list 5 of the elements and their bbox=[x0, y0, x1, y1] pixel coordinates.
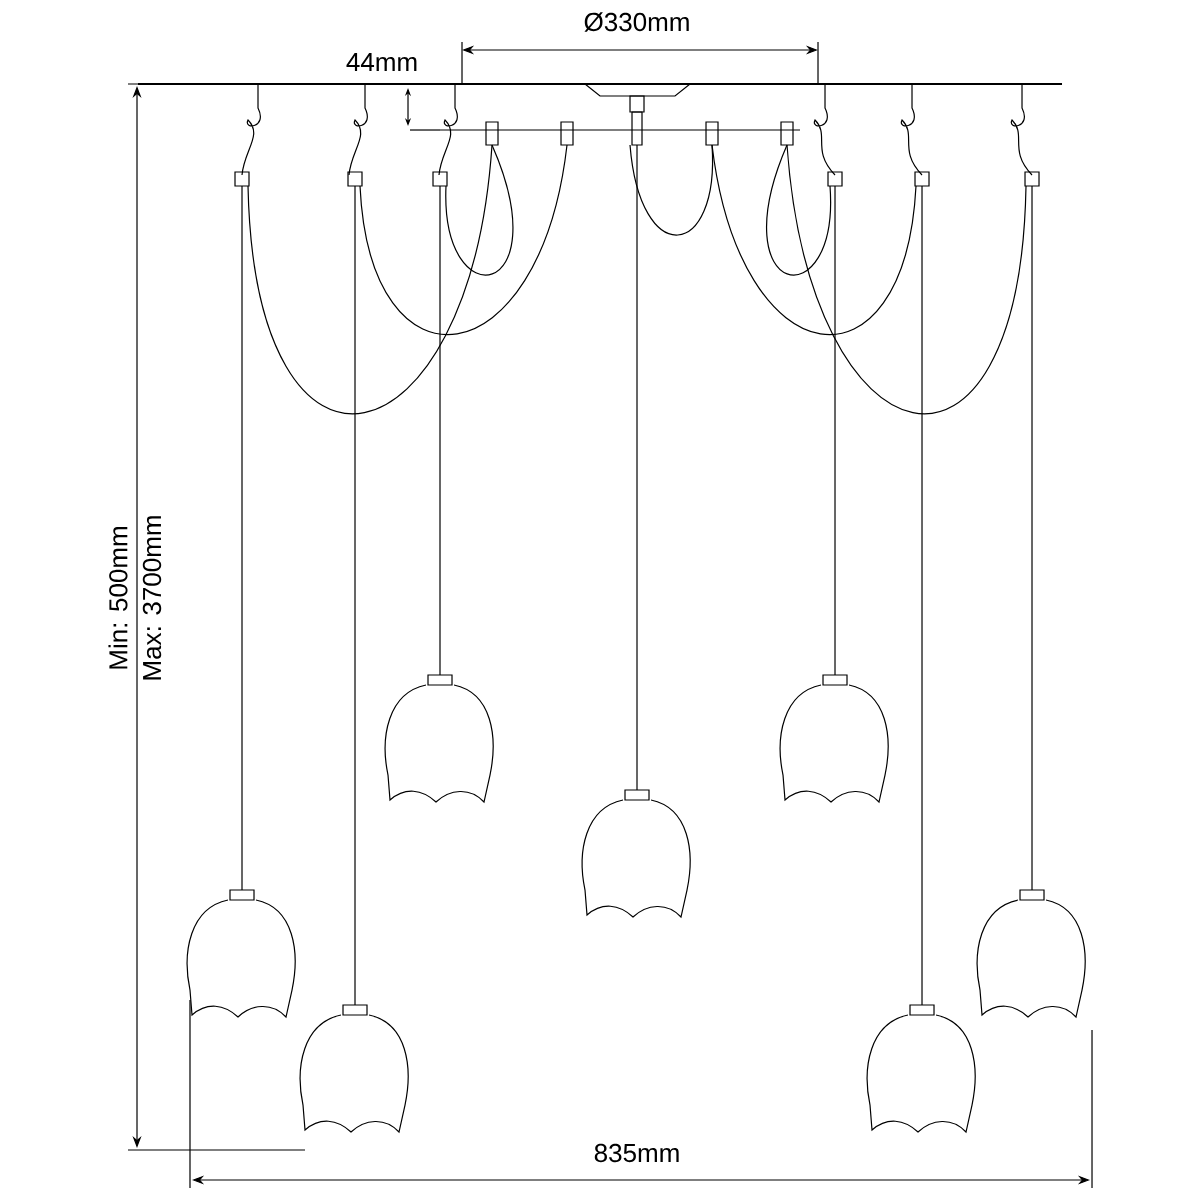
dimension-label: 835mm bbox=[594, 1143, 679, 1163]
dimension-label: Max: 3700mm bbox=[142, 516, 162, 680]
dimension-label: Ø330mm bbox=[584, 12, 689, 32]
dimension-label: 44mm bbox=[346, 53, 417, 71]
dimension-label: Min: 500mm bbox=[108, 527, 128, 669]
